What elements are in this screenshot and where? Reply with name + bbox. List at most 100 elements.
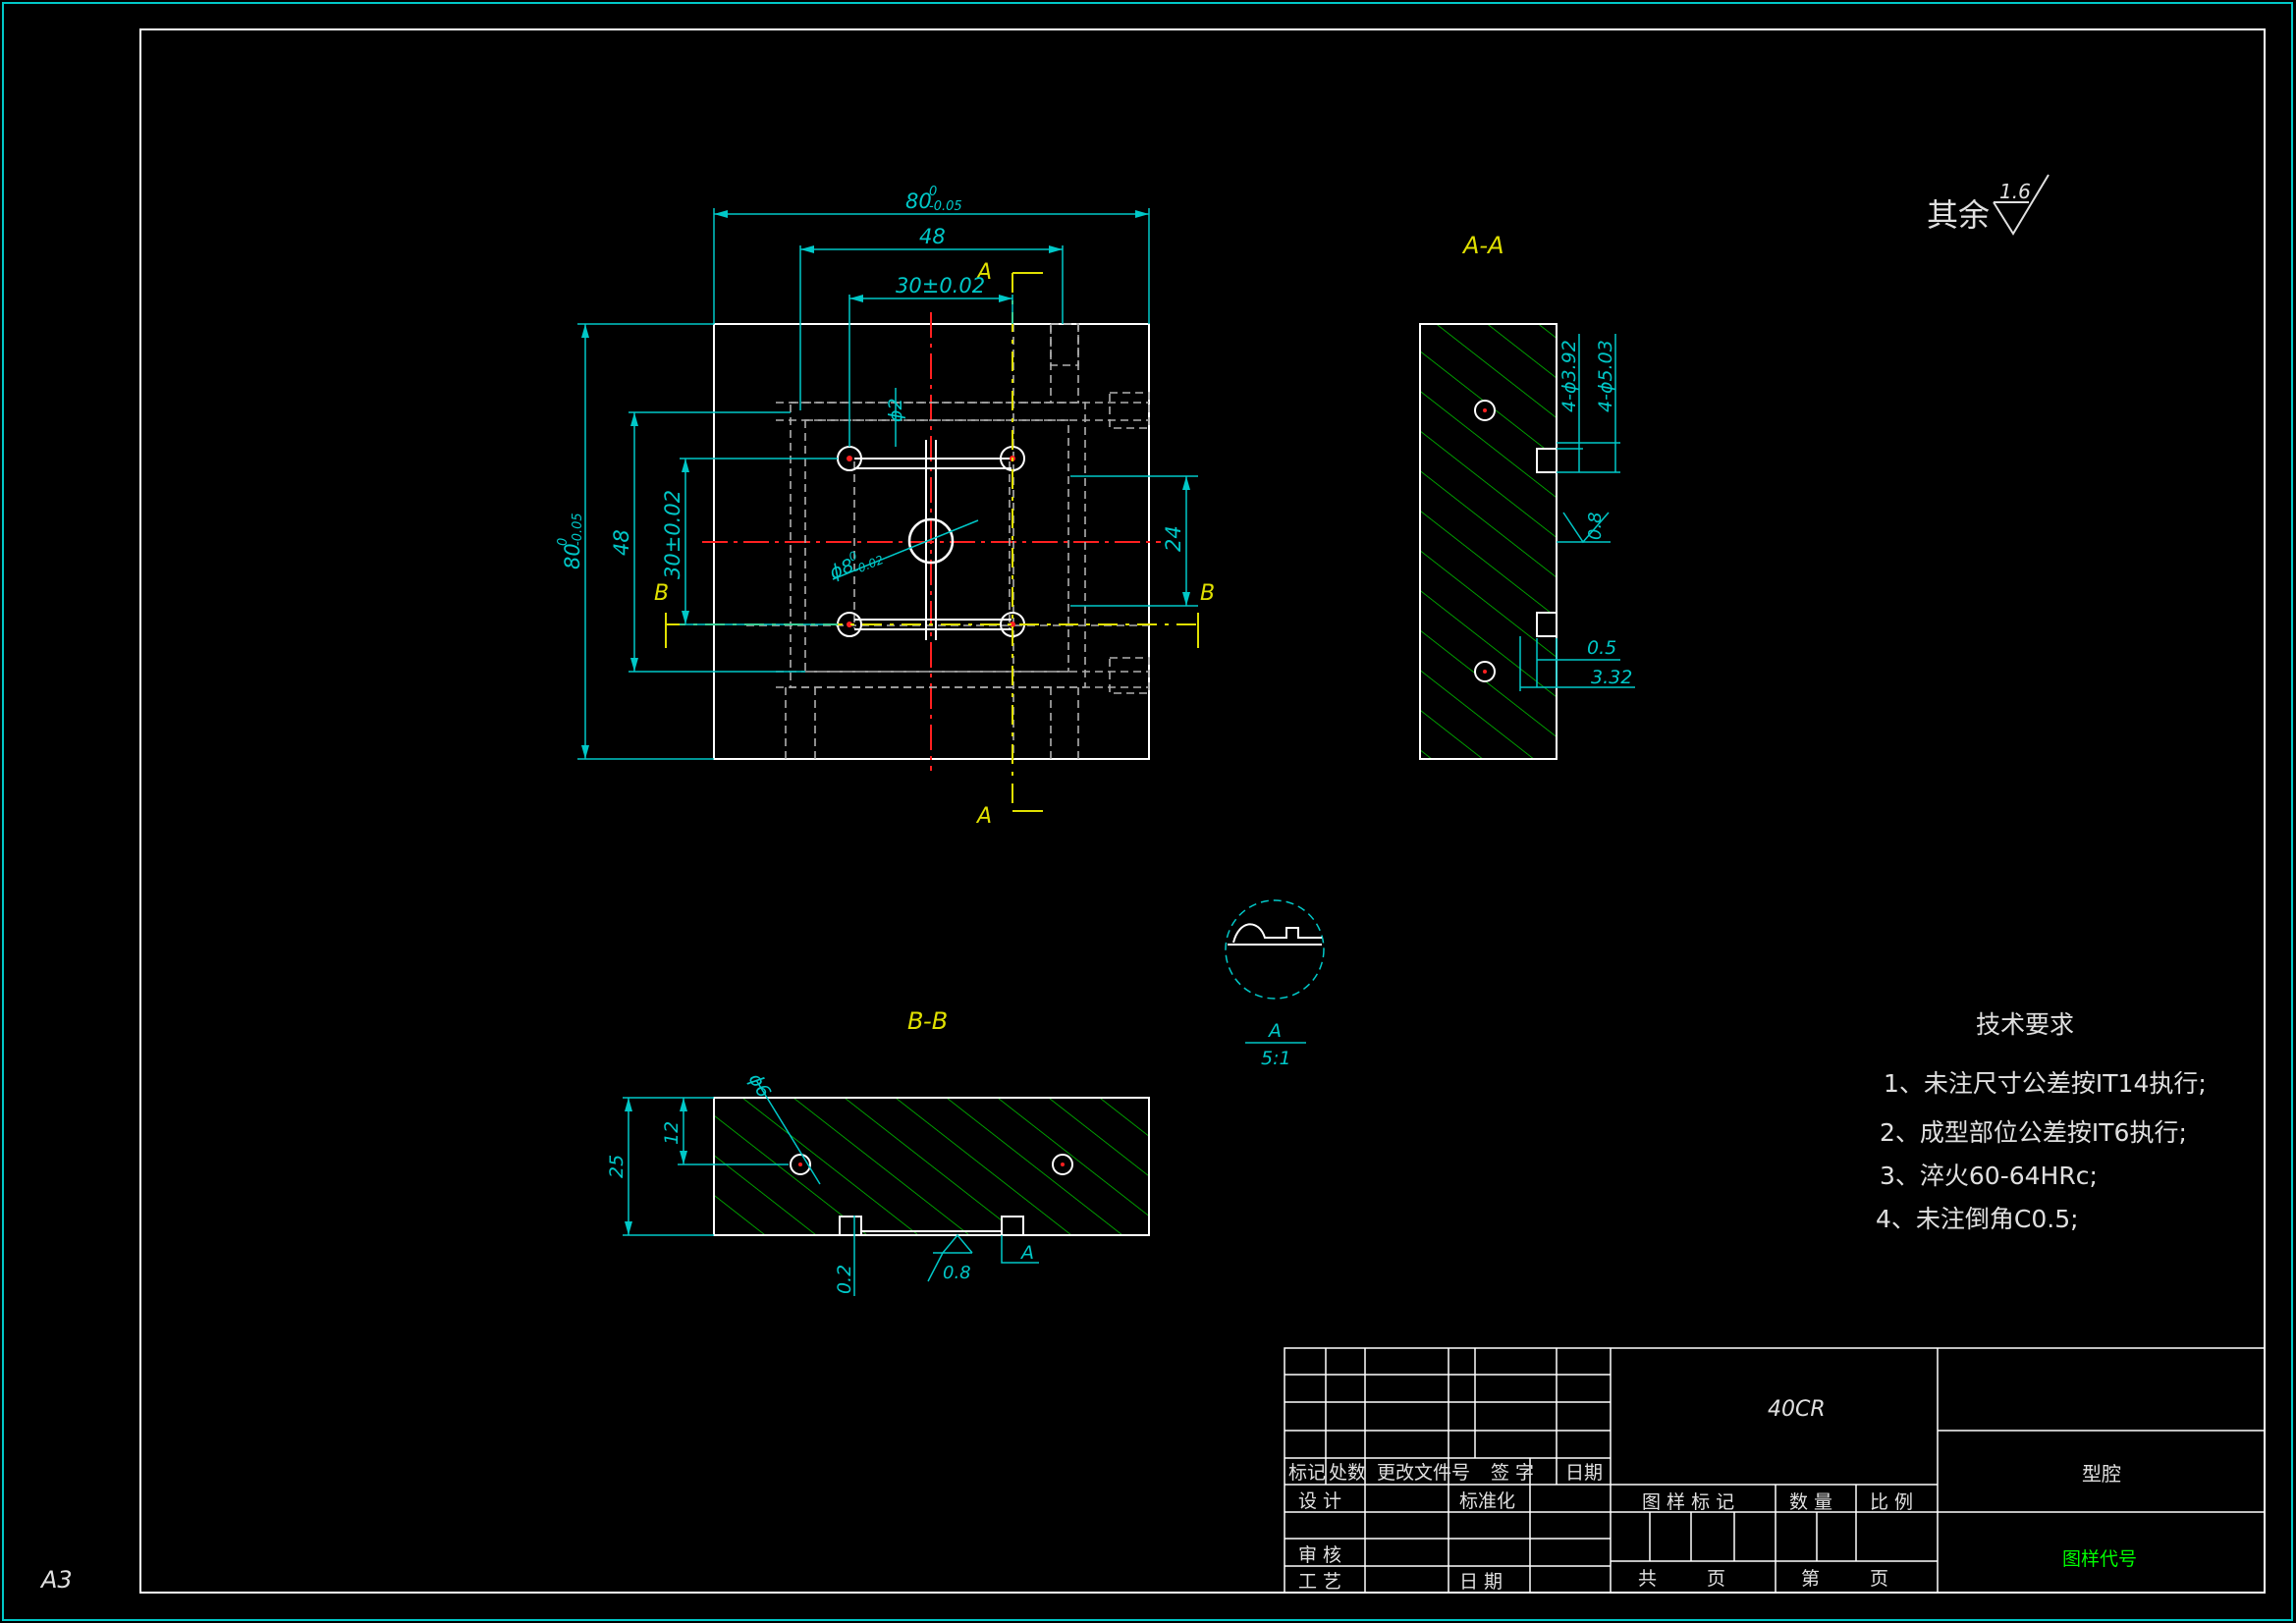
section-aa-body: [1419, 323, 1558, 760]
section-bb-body: [713, 1097, 1150, 1236]
aa-pocket: [1536, 612, 1558, 637]
section-aa: A-A 4-ϕ3.92 4-ϕ5.03 0.8 0.5 3.32: [1419, 232, 1635, 760]
plan-dim-texts: 80 0 -0.05 48 30±0.02 ϕ2 ϕ8 0 -0.02 80 0…: [556, 185, 1185, 584]
section-mark-a-top: A: [975, 260, 992, 285]
tech-title: 技术要求: [1976, 1010, 2074, 1039]
arrow: [1182, 592, 1190, 606]
aa-hole-center: [1483, 670, 1487, 674]
dim-leader-phi8: [832, 519, 979, 580]
tb-nth: 第: [1801, 1568, 1820, 1590]
runner-system: [837, 440, 1025, 640]
tb-quantity: 数 量: [1789, 1491, 1832, 1513]
section-bb: B-B ϕ6 25 12 0.2: [606, 1007, 1150, 1296]
arrow: [1135, 210, 1149, 218]
arrow: [714, 210, 728, 218]
bb-pocket: [839, 1216, 862, 1236]
detail-profile: [1228, 923, 1322, 946]
tb-review: 审 核: [1298, 1544, 1341, 1566]
arrow: [682, 611, 689, 624]
tech-item-1: 1、未注尺寸公差按IT14执行;: [1884, 1069, 2207, 1098]
dim-80-top-tol-upper: 0: [929, 185, 937, 199]
aa-dim-rough: 0.8: [1585, 512, 1606, 540]
tb-col-count: 处数: [1329, 1462, 1366, 1484]
arrow: [680, 1151, 687, 1164]
roughness-prefix: 其余: [1927, 196, 1990, 234]
bb-dim-25: 25: [606, 1155, 628, 1178]
dim-80-left-tol-lower: -0.05: [571, 513, 585, 546]
tb-outer: [1284, 1347, 2266, 1594]
bb-dim-rough: 0.8: [943, 1263, 971, 1283]
gate-center: [1010, 622, 1015, 627]
tech-item-2: 2、成型部位公差按IT6执行;: [1880, 1118, 2187, 1147]
section-bb-title: B-B: [907, 1007, 948, 1035]
tb-process: 工 艺: [1298, 1571, 1341, 1593]
dim-80-left-tol-upper: 0: [556, 538, 571, 546]
tb-part-name: 型腔: [2082, 1462, 2121, 1486]
dim-80-top: 80: [905, 189, 932, 213]
tb-design: 设 计: [1298, 1490, 1341, 1512]
aa-dim-392: 4-ϕ3.92: [1558, 340, 1580, 412]
bb-detail-leader: [1001, 1235, 1039, 1264]
tb-material: 40CR: [1768, 1397, 1826, 1422]
dim-arrows: [581, 210, 1190, 759]
dim-48-top: 48: [919, 225, 946, 248]
tb-col-sign: 签 字: [1491, 1462, 1534, 1484]
detail-a: A 5:1: [1225, 899, 1325, 1069]
section-aa-title: A-A: [1461, 232, 1504, 259]
aa-dim-05: 0.5: [1587, 637, 1616, 659]
hidden-boss: [1109, 392, 1150, 429]
dim-30-top: 30±0.02: [896, 274, 985, 298]
detail-scale: 5:1: [1261, 1048, 1291, 1069]
bb-hole-center: [1061, 1163, 1065, 1166]
bb-dim-02: 0.2: [834, 1265, 855, 1294]
bb-dim-phi6: ϕ6: [744, 1070, 775, 1102]
dim-phi8-group: ϕ8 0 -0.02: [827, 549, 886, 584]
tb-col-mark: 标记: [1288, 1462, 1326, 1484]
plan-dimensions: [577, 208, 1198, 760]
sheet-size-label: A3: [39, 1566, 73, 1594]
detail-circle: [1225, 899, 1325, 1000]
dim-80-left-group: 80 0 -0.05: [556, 513, 585, 569]
arrow: [1049, 245, 1063, 253]
bb-dimensions: [623, 1079, 1039, 1296]
arrow: [999, 295, 1012, 302]
dim-48-left: 48: [610, 529, 633, 556]
arrow: [682, 459, 689, 472]
dim-leader-phi6: [755, 1079, 821, 1185]
arrow: [625, 1221, 632, 1235]
gate-center: [847, 622, 852, 627]
inner-frame: [139, 28, 2266, 1594]
roughness-note: 其余 1.6: [1927, 174, 2050, 236]
aa-hole-center: [1483, 408, 1487, 412]
section-mark-a-bottom: A: [975, 804, 992, 829]
bb-pocket: [1001, 1216, 1024, 1236]
hidden-rect-outer: [790, 402, 1086, 688]
title-block-grid: [1284, 1347, 2266, 1594]
dim-80-left: 80: [561, 543, 584, 569]
gate-center: [847, 456, 852, 461]
tech-item-4: 4、未注倒角C0.5;: [1876, 1205, 2079, 1233]
arrow: [680, 1098, 687, 1111]
tb-page1: 页: [1707, 1568, 1725, 1590]
tb-page2: 页: [1870, 1568, 1888, 1590]
tb-col-date: 日期: [1565, 1462, 1603, 1484]
tech-requirements: 技术要求 1、未注尺寸公差按IT14执行; 2、成型部位公差按IT6执行; 3、…: [1876, 1010, 2207, 1233]
aa-dim-332: 3.32: [1591, 667, 1632, 688]
tech-item-3: 3、淬火60-64HRc;: [1880, 1162, 2098, 1190]
tb-total: 共: [1638, 1568, 1657, 1590]
arrow: [1182, 476, 1190, 490]
title-block: 40CR 型腔 图样代号 标记 处数 更改文件号 签 字 日期 设 计 标准化 …: [1284, 1347, 2266, 1594]
arrow: [625, 1098, 632, 1111]
detail-label: A: [1267, 1020, 1282, 1042]
section-mark-b-left: B: [654, 581, 669, 606]
tb-scale: 比 例: [1870, 1491, 1913, 1513]
arrow: [849, 295, 863, 302]
arrow: [581, 324, 589, 338]
tb-drawing-code: 图样代号: [2062, 1548, 2137, 1570]
dim-phi8-tol-lower: -0.02: [852, 553, 886, 577]
tb-sample-mark: 图 样 标 记: [1642, 1491, 1734, 1513]
arrow: [581, 745, 589, 759]
dim-24: 24: [1162, 525, 1185, 552]
